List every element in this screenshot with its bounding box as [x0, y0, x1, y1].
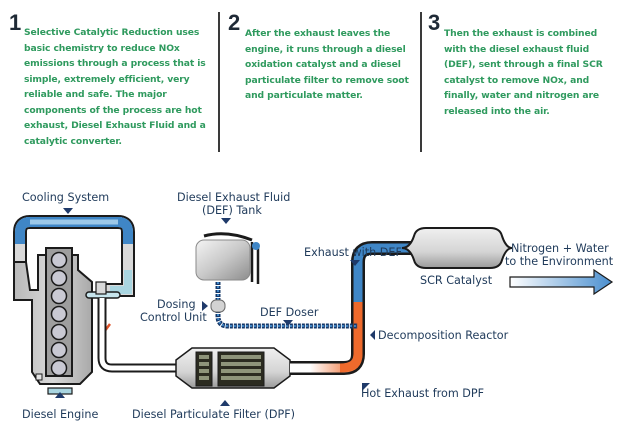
label-dosing-line1: Dosing: [157, 298, 196, 311]
label-cooling-system: Cooling System: [22, 191, 110, 204]
label-def-tank-line2: (DEF) Tank: [202, 204, 262, 217]
label-output-line1: Nitrogen + Water: [511, 242, 609, 255]
label-diesel-engine: Diesel Engine: [22, 408, 99, 421]
label-output-line2: to the Environment: [505, 255, 614, 268]
pointer-arrows: [55, 208, 375, 406]
cooling-system: [13, 215, 135, 297]
label-hot-exhaust: Hot Exhaust from DPF: [361, 387, 485, 400]
step-number: 2: [228, 10, 241, 35]
def-exhaust-pointer-icon: [350, 260, 360, 266]
diesel-engine: [13, 247, 121, 395]
label-dosing-line2: Control Unit: [140, 311, 207, 324]
diesel-particulate-filter: [175, 347, 291, 389]
cooling-pointer-icon: [63, 208, 73, 214]
dosing-control-unit: [210, 299, 226, 313]
output-arrow: [509, 268, 614, 296]
dosing-pointer-icon: [202, 301, 208, 311]
doser-pointer-icon: [283, 320, 293, 326]
reactor-pointer-icon: [370, 330, 375, 340]
label-scr-catalyst: SCR Catalyst: [420, 274, 493, 287]
scr-catalyst: [401, 227, 513, 269]
label-decomposition-reactor: Decomposition Reactor: [378, 329, 509, 342]
hot-exhaust-pointer-icon: [362, 383, 370, 391]
dpf-pointer-icon: [220, 400, 230, 406]
divider: [420, 12, 422, 152]
label-exhaust-with-def: Exhaust with DEF: [304, 246, 402, 259]
divider: [218, 12, 220, 152]
tank-pointer-icon: [221, 218, 231, 224]
step-text: After the exhaust leaves the engine, it …: [245, 28, 409, 101]
step-text: Selective Catalytic Reduction uses basic…: [24, 27, 206, 147]
step-number: 1: [9, 10, 22, 35]
label-dpf: Diesel Particulate Filter (DPF): [132, 408, 295, 421]
step-number: 3: [428, 10, 441, 35]
engine-pointer-icon: [55, 392, 65, 398]
def-tank: [195, 232, 260, 284]
label-def-tank-line1: Diesel Exhaust Fluid: [177, 191, 291, 204]
label-def-doser: DEF Doser: [260, 306, 319, 319]
step-text: Then the exhaust is combined with the di…: [444, 28, 603, 117]
